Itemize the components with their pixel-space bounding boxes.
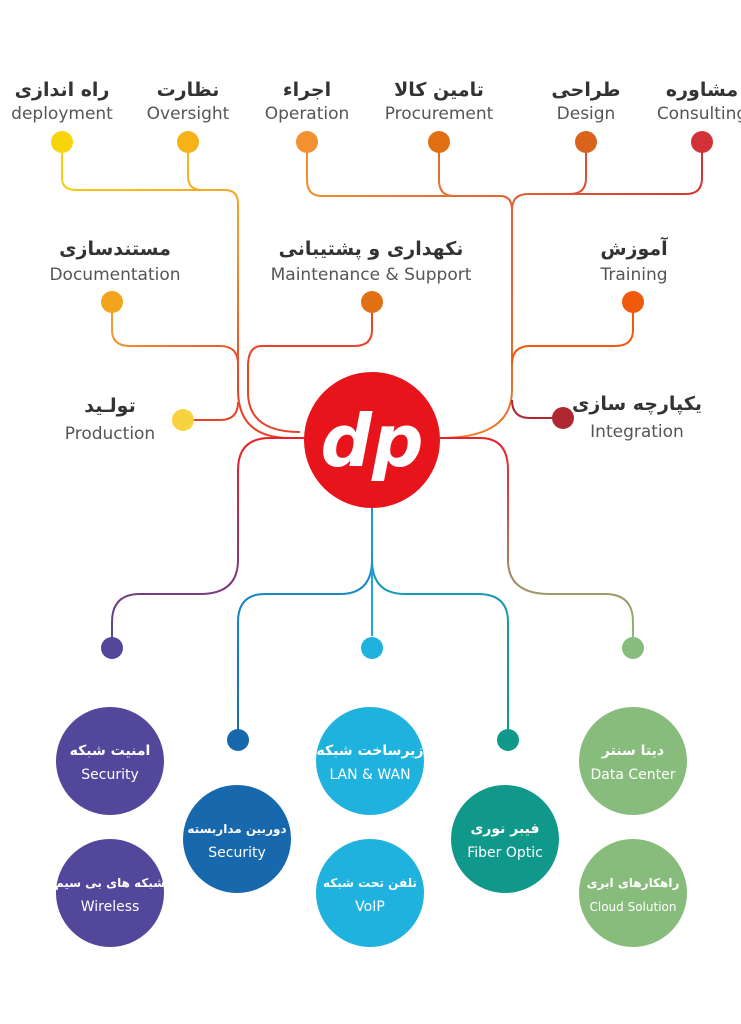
middle-node-dot [622, 291, 644, 313]
connector-cctv [237, 508, 373, 730]
top-node-label-en: Procurement [385, 104, 494, 124]
service-circle [579, 839, 687, 947]
top-node-dot [177, 131, 199, 153]
connector-training [511, 302, 634, 365]
middle-node-label-en: Integration [590, 422, 684, 442]
lower-node-dots [101, 637, 644, 751]
top-node-label-fa: اجراء [283, 79, 331, 101]
middle-node-labels: مستندسازی Documentation نکهداری و پشتیبانی… [49, 236, 702, 444]
connector-security-left [111, 437, 305, 640]
connector-design [511, 142, 587, 211]
connector-consulting [530, 142, 703, 195]
middle-node-dots [101, 291, 644, 431]
dot-cctv [227, 729, 249, 751]
middle-node-label-en: Maintenance & Support [271, 265, 472, 285]
service-circle [183, 785, 291, 893]
service-node: شبکه های بی سیم Wireless [55, 839, 165, 947]
service-label-fa: تلفن تحت شبکه [323, 876, 417, 890]
service-node: امنیت شبکه Security [56, 707, 164, 815]
top-node-label-en: Design [557, 104, 616, 124]
service-label-en: Data Center [591, 767, 676, 783]
top-node-label-fa: نظارت [157, 79, 220, 101]
middle-node-dot [101, 291, 123, 313]
service-node: فیبر نوری Fiber Optic [451, 785, 559, 893]
middle-node-label-en: Production [65, 424, 155, 444]
service-label-fa: زیرساخت شبکه [317, 743, 424, 759]
service-node: دیتا سنتر Data Center [579, 707, 687, 815]
service-label-fa: دیتا سنتر [601, 743, 664, 759]
connectors [61, 142, 703, 730]
service-label-fa: راهکارهای ابری [587, 876, 680, 890]
middle-node-label-fa: نکهداری و پشتیبانی [279, 238, 464, 260]
dot-datacenter [622, 637, 644, 659]
top-node-dots [51, 131, 713, 153]
middle-node-label-fa: تولـید [84, 395, 135, 417]
middle-node-label-en: Documentation [49, 265, 180, 285]
service-label-fa: دوربین مداربسته [187, 822, 286, 837]
middle-node-label-fa: یکپارچه سازی [572, 393, 702, 415]
service-circle [316, 707, 424, 815]
top-node-label-en: Oversight [147, 104, 230, 124]
dot-security-left [101, 637, 123, 659]
top-node-dot [51, 131, 73, 153]
service-label-en: VoIP [355, 899, 385, 915]
logo-text: dp [320, 399, 423, 483]
top-node-dot [296, 131, 318, 153]
middle-node-dot [552, 407, 574, 429]
top-node-labels: راه اندازی deployment نظارت Oversight اجراء O… [11, 79, 741, 124]
connector-maintenance [247, 302, 373, 433]
connector-documentation [111, 302, 239, 365]
top-node-label-fa: مشاوره [666, 79, 738, 101]
logo-circle [304, 372, 440, 508]
connector-operation [306, 142, 513, 439]
connector-integration [511, 399, 563, 419]
service-node: زیرساخت شبکه LAN & WAN [316, 707, 424, 815]
connector-oversight [187, 142, 203, 191]
top-node-label-en: Operation [265, 104, 350, 124]
service-circle [451, 785, 559, 893]
connector-deployment [61, 142, 305, 439]
service-label-en: Fiber Optic [467, 845, 543, 861]
service-label-en: Security [81, 767, 139, 783]
service-circle [316, 839, 424, 947]
service-label-en: Security [208, 845, 266, 861]
middle-node-label-fa: مستندسازی [59, 238, 171, 260]
top-node-label-fa: راه اندازی [15, 79, 110, 101]
top-node-dot [691, 131, 713, 153]
top-node-label-fa: تامین کالا [394, 79, 484, 101]
connector-fiber [371, 508, 509, 730]
service-label-en: LAN & WAN [329, 767, 410, 783]
top-node-dot [575, 131, 597, 153]
middle-node-label-en: Training [599, 265, 667, 285]
service-circle [56, 707, 164, 815]
service-node: دوربین مداربسته Security [183, 785, 291, 893]
middle-node-label-fa: آموزش [600, 236, 668, 260]
dot-lanwan [361, 637, 383, 659]
top-node-label-en: Consulting [657, 104, 741, 124]
service-label-fa: فیبر نوری [470, 821, 539, 837]
top-node-label-en: deployment [11, 104, 113, 124]
dot-fiber [497, 729, 519, 751]
service-circles: امنیت شبکه Security شبکه های بی سیم Wireles… [55, 707, 687, 947]
service-label-en: Wireless [81, 899, 140, 915]
service-node: راهکارهای ابری Cloud Solution [579, 839, 687, 947]
top-node-dot [428, 131, 450, 153]
service-node: تلفن تحت شبکه VoIP [316, 839, 424, 947]
middle-node-dot [172, 409, 194, 431]
service-circle [579, 707, 687, 815]
service-label-en: Cloud Solution [590, 900, 677, 914]
service-label-fa: امنیت شبکه [70, 743, 151, 759]
connector-datacenter-right [440, 437, 634, 640]
service-label-fa: شبکه های بی سیم [55, 876, 165, 890]
center-logo: dp [304, 372, 440, 508]
connector-procurement [438, 142, 455, 197]
service-circle [56, 839, 164, 947]
top-node-label-fa: طراحی [551, 79, 620, 101]
middle-node-dot [361, 291, 383, 313]
connector-production [194, 401, 239, 421]
